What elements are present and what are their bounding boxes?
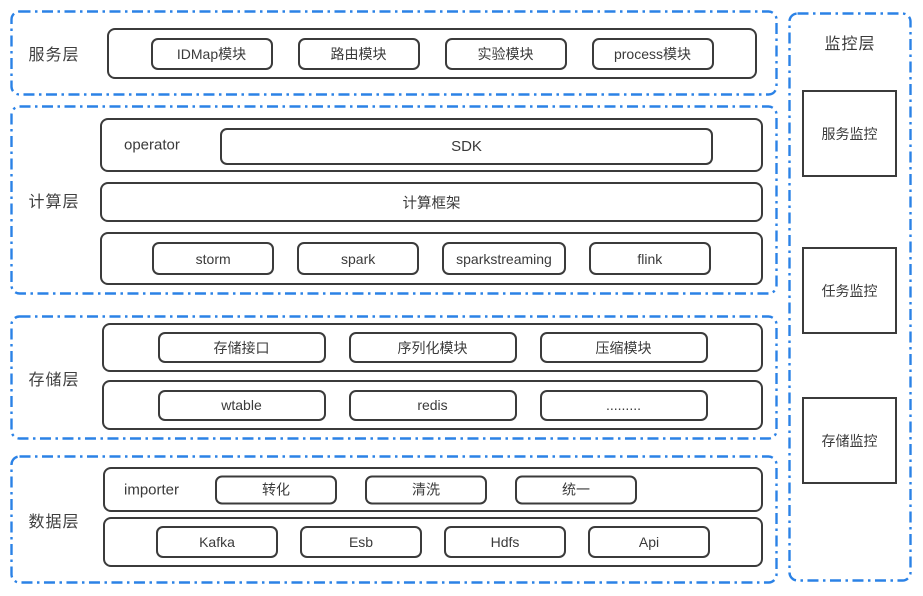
sdk-box: SDK <box>220 128 713 165</box>
layer-label-storage: 存储层 <box>28 371 80 389</box>
compute-framework-panel: 计算框架 <box>100 182 763 222</box>
layer-monitor: 监控层 服务监控 任务监控 存储监控 <box>788 12 912 582</box>
compute-engines-panel: storm spark sparkstreaming flink <box>100 232 763 285</box>
compute-framework-label: 计算框架 <box>402 195 461 212</box>
layer-service: 服务层 IDMap模块 路由模块 实验模块 process模块 <box>10 10 778 96</box>
monitor-service: 服务监控 <box>802 90 897 177</box>
store-ellipsis: ......... <box>539 389 708 421</box>
operator-label: operator <box>124 136 180 154</box>
storage-engines-panel: wtable redis ......... <box>102 380 763 430</box>
source-api: Api <box>588 526 710 558</box>
importer-label: importer <box>124 481 180 498</box>
step-unify: 统一 <box>515 475 637 504</box>
step-transform: 转化 <box>215 475 337 504</box>
module-experiment: 实验模块 <box>444 37 567 70</box>
layer-data: 数据层 importer 转化 清洗 统一 Kafka Esb Hdfs Api <box>10 455 778 584</box>
importer-panel: importer 转化 清洗 统一 <box>103 467 763 512</box>
monitor-storage: 存储监控 <box>802 397 897 484</box>
source-esb: Esb <box>300 526 422 558</box>
store-redis: redis <box>348 389 517 421</box>
step-clean: 清洗 <box>365 475 487 504</box>
store-wtable: wtable <box>157 389 326 421</box>
layer-label-data: 数据层 <box>28 513 80 531</box>
engine-sparkstreaming: sparkstreaming <box>442 242 566 275</box>
storage-interface-panel: 存储接口 序列化模块 压缩模块 <box>102 323 763 372</box>
module-storage-interface: 存储接口 <box>157 332 326 363</box>
module-compression: 压缩模块 <box>539 332 708 363</box>
module-process: process模块 <box>591 37 714 70</box>
engine-flink: flink <box>588 242 711 275</box>
layer-label-compute: 计算层 <box>28 194 80 211</box>
module-routing: 路由模块 <box>297 37 420 70</box>
layer-label-service: 服务层 <box>28 47 80 64</box>
layer-storage: 存储层 存储接口 序列化模块 压缩模块 wtable redis .......… <box>10 315 778 440</box>
module-serialization: 序列化模块 <box>348 332 517 363</box>
engine-spark: spark <box>297 242 420 275</box>
service-modules-panel: IDMap模块 路由模块 实验模块 process模块 <box>107 28 757 79</box>
layer-compute: 计算层 operator SDK 计算框架 storm spark sparks… <box>10 105 778 295</box>
importer-steps: 转化 清洗 统一 <box>215 475 637 504</box>
source-kafka: Kafka <box>156 526 278 558</box>
data-sources-panel: Kafka Esb Hdfs Api <box>103 517 763 567</box>
engine-storm: storm <box>152 242 275 275</box>
source-hdfs: Hdfs <box>444 526 566 558</box>
module-idmap: IDMap模块 <box>150 37 273 70</box>
monitor-task: 任务监控 <box>802 247 897 334</box>
operator-sdk-panel: operator SDK <box>100 118 763 172</box>
layer-label-monitor: 监控层 <box>824 36 876 53</box>
